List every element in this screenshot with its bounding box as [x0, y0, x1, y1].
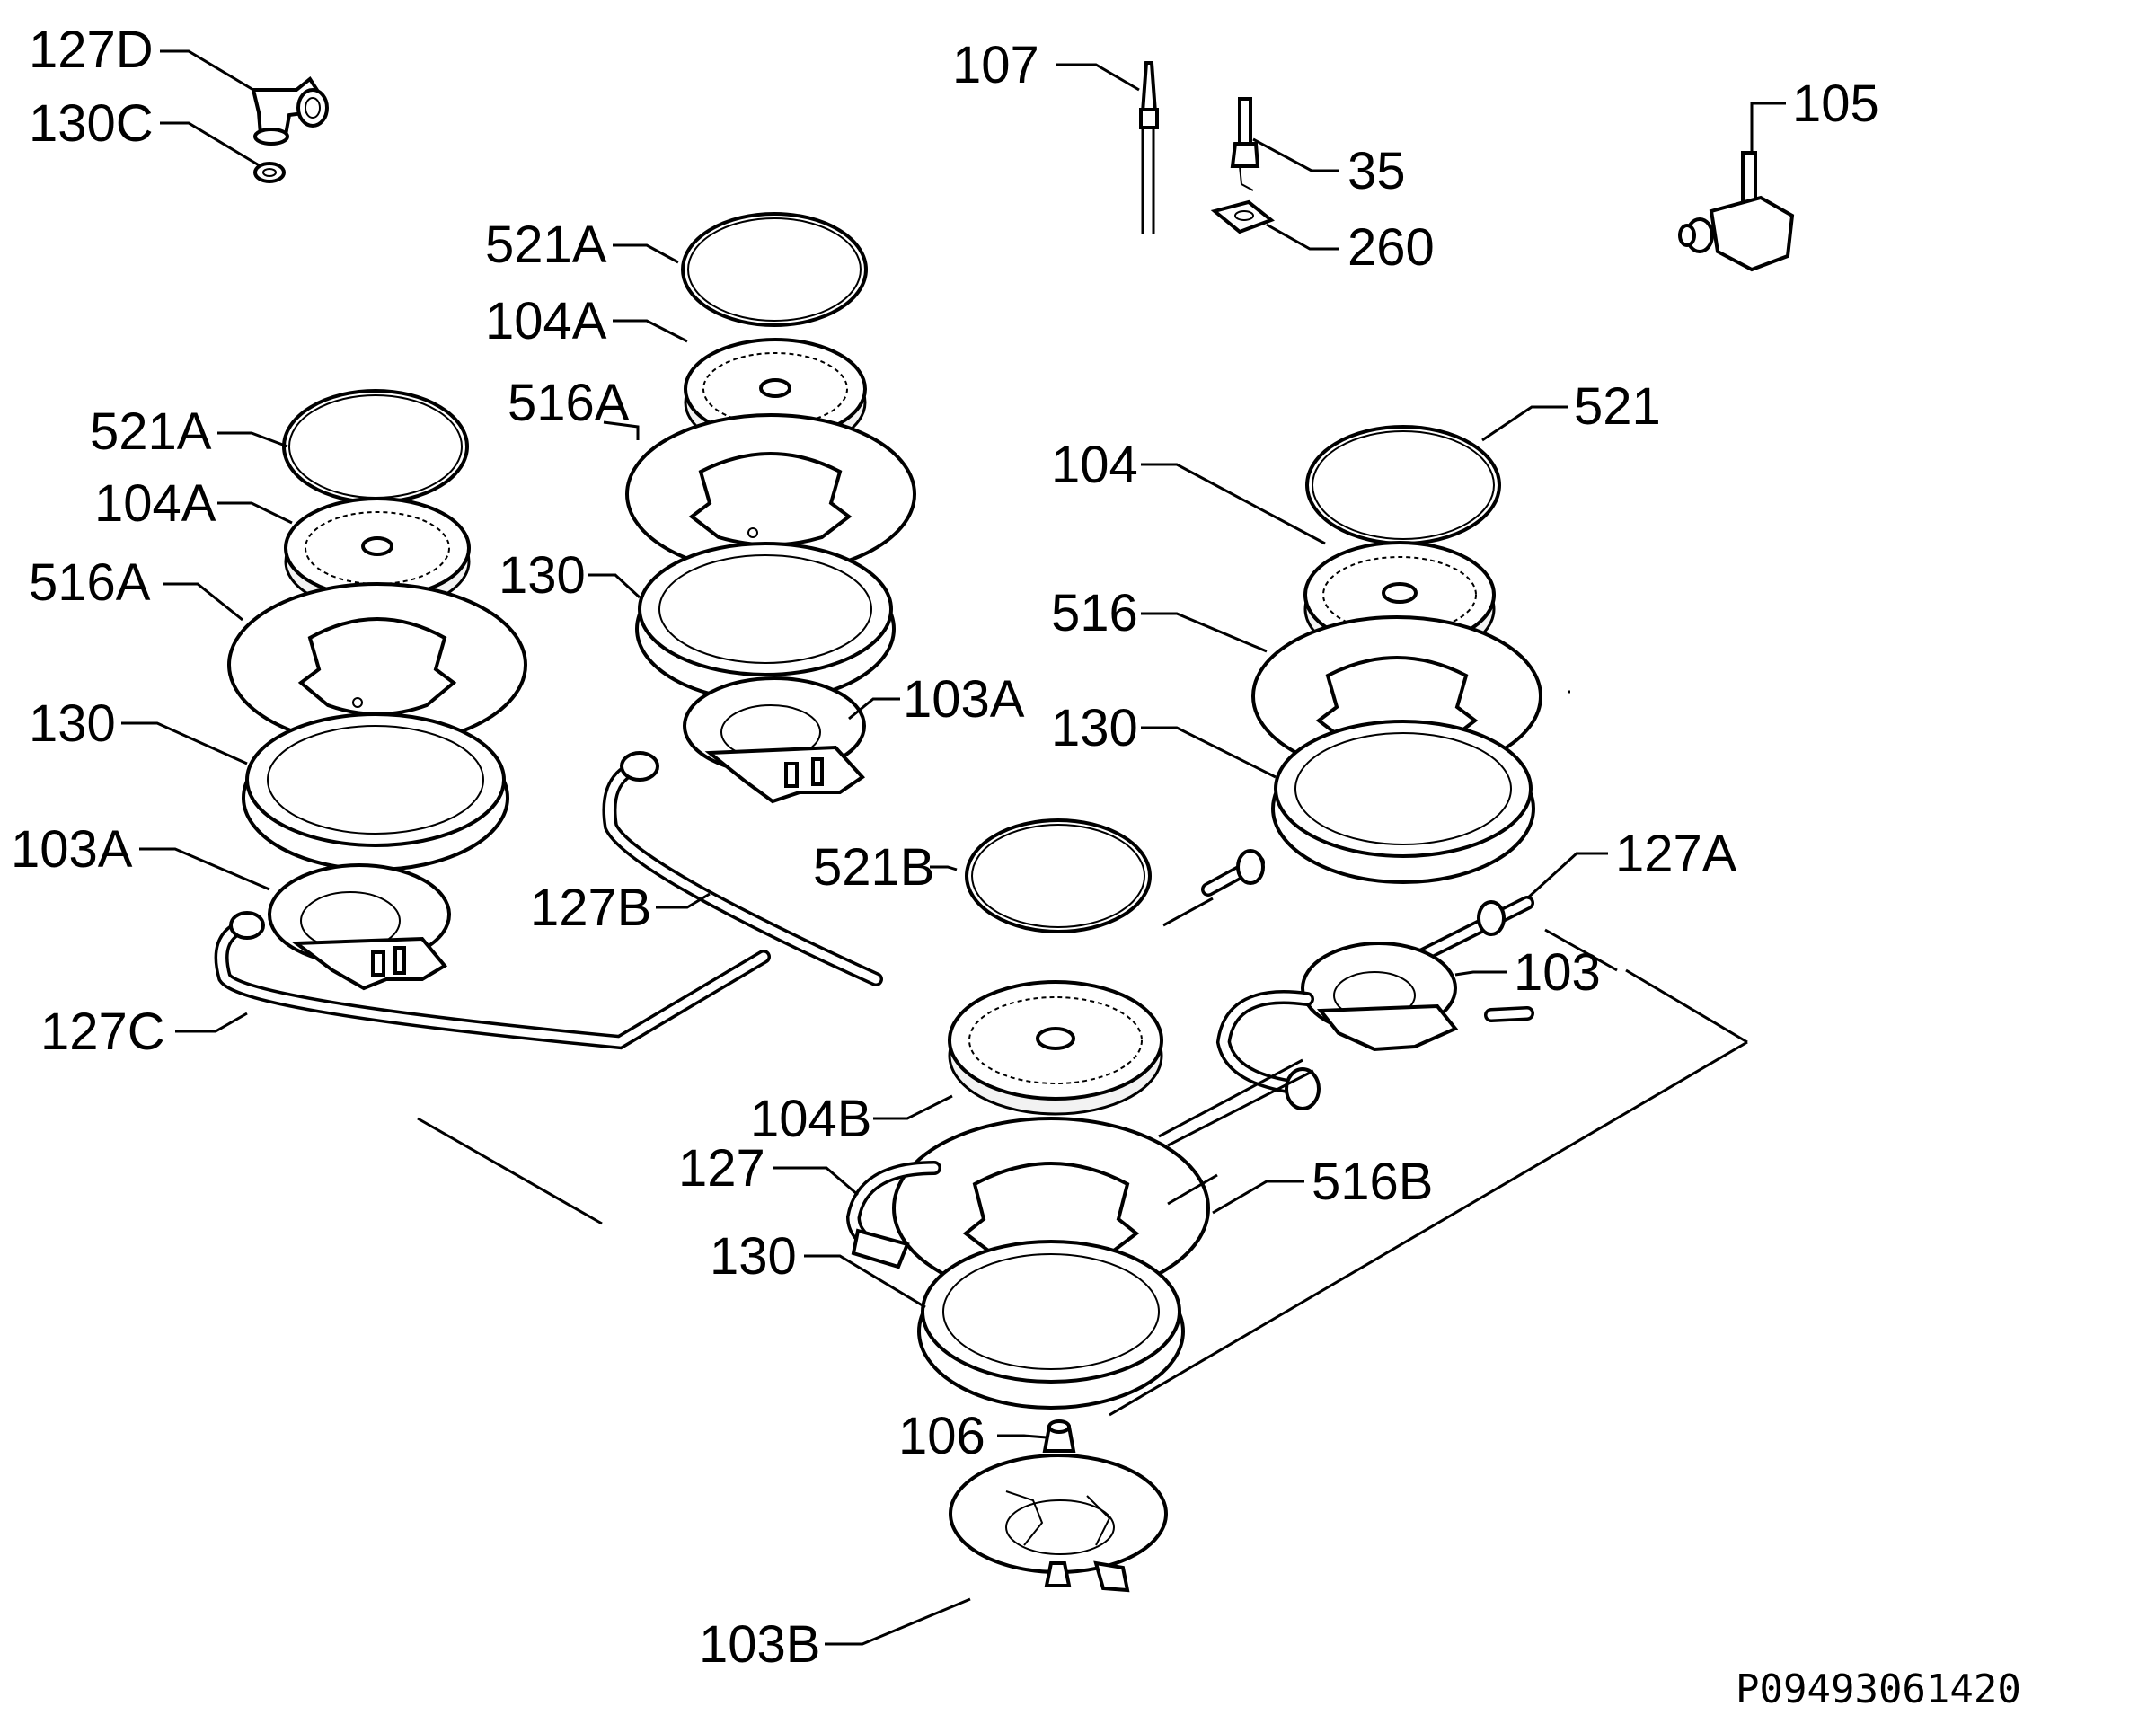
burner-stack-middle: [625, 212, 916, 804]
electrode-clip-260: [1210, 199, 1276, 234]
label-521a-middle: 521A: [485, 216, 607, 274]
label-130-bottom: 130: [710, 1227, 797, 1286]
label-127c: 127C: [40, 1003, 165, 1061]
label-104: 104: [1051, 436, 1138, 494]
label-104b: 104B: [750, 1090, 871, 1148]
label-130-left: 130: [29, 694, 116, 753]
burner-stack-bottom: [892, 818, 1210, 1593]
part-labels: 127D 130C 107 35 260 105 521A 104A 516A …: [11, 21, 2021, 1712]
label-130-right: 130: [1051, 699, 1138, 757]
label-516b: 516B: [1312, 1153, 1433, 1211]
label-521a-left: 521A: [90, 402, 212, 461]
label-106: 106: [898, 1407, 985, 1465]
burner-stack-left: [227, 389, 527, 991]
label-127: 127: [678, 1139, 765, 1198]
label-260: 260: [1348, 218, 1435, 277]
label-103b: 103B: [699, 1615, 820, 1674]
label-521b: 521B: [813, 838, 934, 897]
seal-washer-130c: [253, 162, 286, 183]
thermocouple-107: [1139, 61, 1159, 234]
label-521: 521: [1574, 377, 1661, 436]
drawing-code: P09493061420: [1736, 1667, 2021, 1712]
burner-stack-right: [1251, 425, 1542, 884]
label-35: 35: [1348, 142, 1406, 200]
gas-pipes: [214, 751, 1534, 1269]
gas-tap-105: [1678, 151, 1795, 272]
leader-lines: [121, 49, 1786, 1646]
label-516a-left: 516A: [29, 553, 151, 612]
hob-outline: [417, 690, 1748, 1417]
label-103a-middle: 103A: [903, 670, 1025, 729]
spark-electrode-35: [1230, 97, 1260, 191]
label-516a-middle: 516A: [508, 374, 630, 432]
label-130c: 130C: [29, 94, 154, 153]
label-127a: 127A: [1615, 825, 1737, 883]
elbow-fitting-127d: [251, 76, 329, 146]
label-105: 105: [1792, 75, 1879, 133]
label-127b: 127B: [530, 879, 651, 937]
label-103: 103: [1514, 943, 1601, 1002]
label-104a-left: 104A: [94, 474, 216, 533]
label-127d: 127D: [29, 21, 154, 79]
label-103a-left: 103A: [11, 820, 133, 879]
label-104a-middle: 104A: [485, 292, 607, 350]
label-130-middle: 130: [499, 546, 586, 605]
label-516: 516: [1051, 584, 1138, 642]
label-107: 107: [952, 36, 1039, 94]
